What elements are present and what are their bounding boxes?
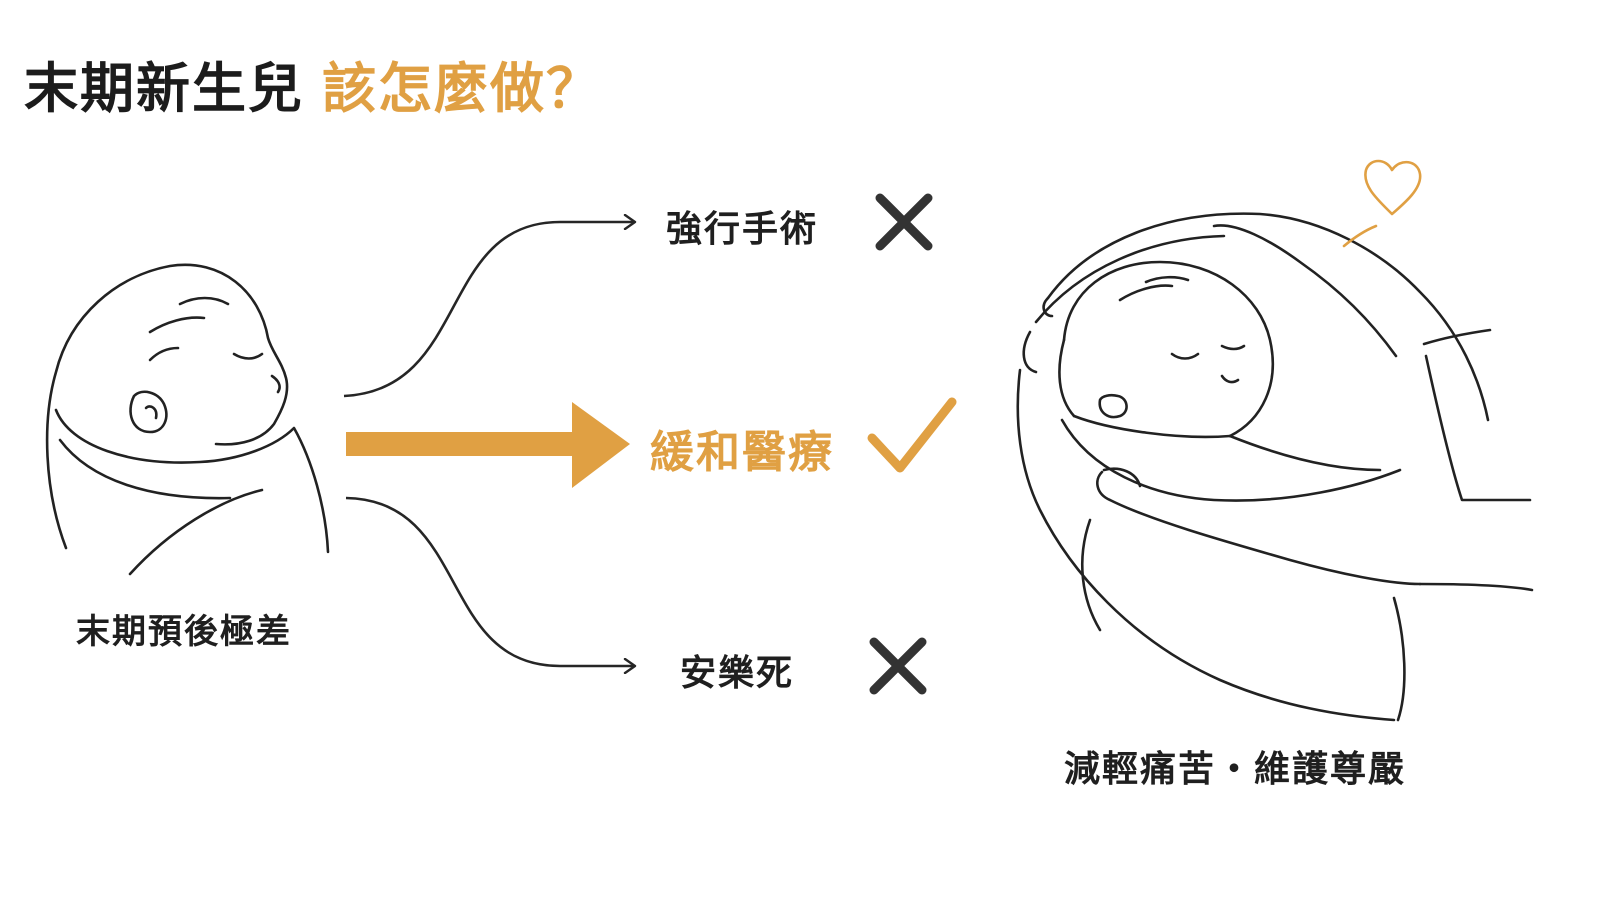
connector-top (343, 222, 634, 398)
newborn-prognosis-label: 末期預後極差 (76, 612, 292, 652)
connector-bottom (345, 496, 634, 666)
title-accent: 該怎麼做？ (322, 57, 602, 120)
option-forced-surgery: 強行手術 (666, 209, 819, 250)
check-icon (867, 397, 957, 473)
heart-icon (1342, 159, 1422, 248)
title-main: 末期新生兒 (24, 57, 304, 120)
option-euthanasia: 安樂死 (680, 653, 795, 694)
cross-icon (875, 193, 933, 251)
newborn-illustration (45, 263, 330, 576)
option-palliative-care: 緩和醫療 (650, 427, 834, 478)
cross-icon (869, 637, 927, 695)
cradled-baby-illustration (1016, 212, 1534, 722)
main-arrow-shaft (346, 432, 578, 456)
branch-connectors (343, 222, 634, 666)
goal-caption: 減輕痛苦・維護尊嚴 (1064, 749, 1407, 790)
main-arrow-head (572, 402, 630, 488)
page-title: 末期新生兒該怎麼做？ (24, 44, 602, 123)
